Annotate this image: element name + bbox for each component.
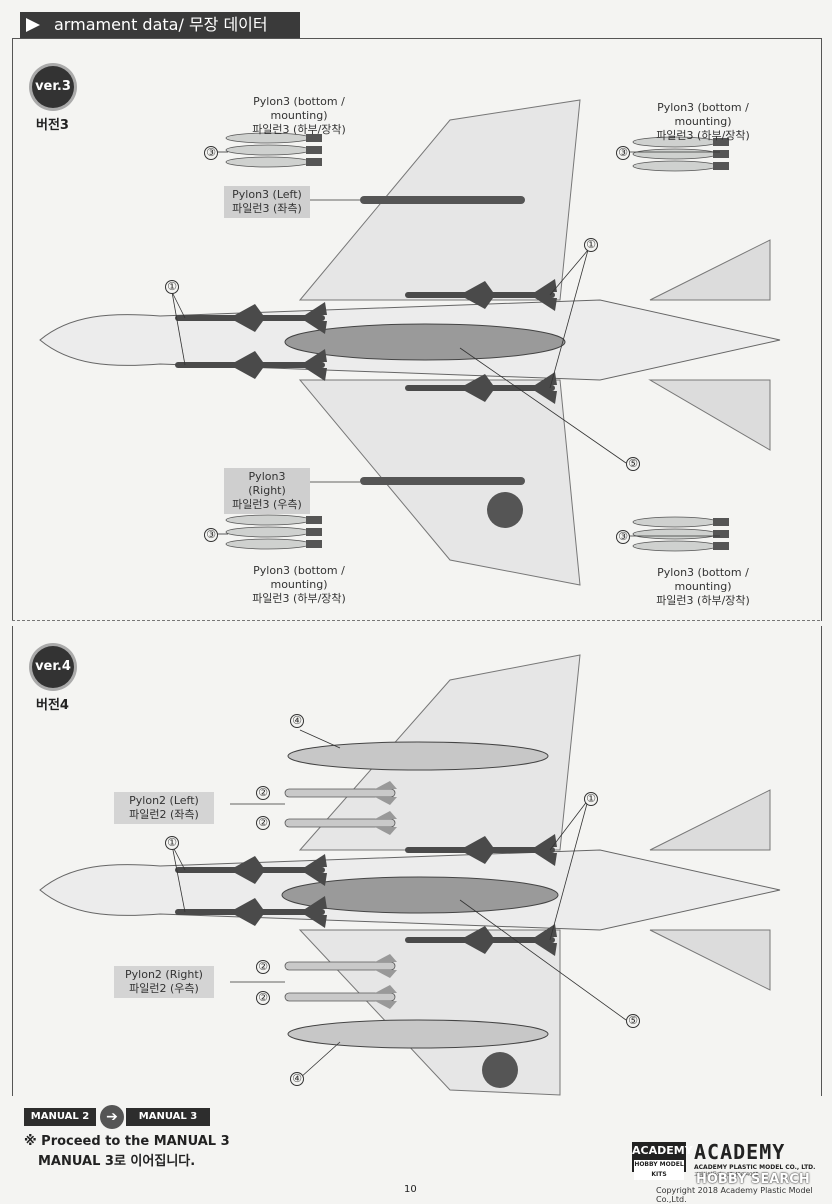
ver3-callout-top-left: Pylon3 (bottom / mounting)파일런3 (하부/장착) [252,95,346,136]
ver4-subtitle: 버전4 [36,698,69,713]
part-number-3: ③ [204,146,218,160]
ver3-callout-top-right: Pylon3 (bottom / mounting)파일런3 (하부/장착) [656,101,750,142]
ver4-aircraft [39,654,781,1096]
academy-logo-big: ACADEMY [694,1140,786,1164]
ver4-panel [12,626,822,1096]
part-number-5: ⑤ [626,457,640,471]
academy-company-name: ACADEMY PLASTIC MODEL CO., LTD. [694,1164,816,1171]
ver4-pylon-left-label: Pylon2 (Left)파일런2 (좌측) [114,792,214,824]
part-number-2: ② [256,960,270,974]
part-number-4: ④ [290,1072,304,1086]
ver3-subtitle: 버전3 [36,118,69,133]
armament-diagram [39,99,781,1096]
academy-contact: 고객상담문의 : 02-460-4005 [694,1172,759,1178]
part-number-3: ③ [616,530,630,544]
part-number-5: ⑤ [626,1014,640,1028]
part-number-2: ② [256,991,270,1005]
part-number-3: ③ [204,528,218,542]
part-number-4: ④ [290,714,304,728]
ver4-pylon-right-label: Pylon2 (Right)파일런2 (우측) [114,966,214,998]
ver3-badge: ver.3 [32,66,74,108]
triangle-icon [26,18,40,32]
ver3-callout-bottom-left: Pylon3 (bottom / mounting)파일런3 (하부/장착) [252,564,346,605]
manual-from-tag: MANUAL 2 [24,1108,96,1126]
copyright-text: Copyright 2018 Academy Plastic Model Co.… [656,1186,813,1204]
proceed-note: ※ Proceed to the MANUAL 3 MANUAL 3로 이어집니… [24,1134,230,1169]
watermark: HOBBY SEARCH [696,1172,810,1187]
part-number-2: ② [256,816,270,830]
part-number-1: ① [165,280,179,294]
arrow-right-icon: ➔ [100,1105,124,1129]
ver3-callout-bottom-right: Pylon3 (bottom / mounting)파일런3 (하부/장착) [656,566,750,607]
ver4-badge: ver.4 [32,646,74,688]
section-header: armament data/ 무장 데이터 [20,12,300,38]
ver3-aircraft [39,99,781,586]
section-title: armament data/ 무장 데이터 [54,15,268,34]
ver3-pylon-right-label: Pylon3 (Right)파일런3 (우측) [224,468,310,514]
dashed-divider [12,620,820,621]
part-number-1: ① [584,792,598,806]
manual-to-tag: MANUAL 3 [126,1108,210,1126]
page-number: 10 [404,1184,417,1195]
academy-logo-small: ACADEMY HOBBY MODEL KITS [632,1142,693,1180]
part-number-1: ① [165,836,179,850]
part-number-2: ② [256,786,270,800]
ver3-panel [12,38,822,621]
part-number-3: ③ [616,146,630,160]
part-number-1: ① [584,238,598,252]
ver3-pylon-left-label: Pylon3 (Left)파일런3 (좌측) [224,186,310,218]
